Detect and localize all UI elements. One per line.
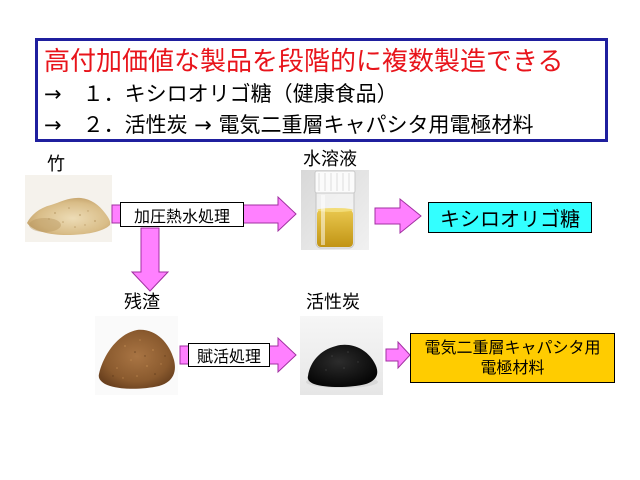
summary-headline: 高付加価値な製品を段階的に複数製造できる xyxy=(44,47,564,77)
activation-process-label: 賦活処理 xyxy=(188,343,270,367)
arrow-carbon-to-capacitor xyxy=(385,340,411,370)
hydrothermal-process-label: 加圧熱水処理 xyxy=(120,202,244,227)
arrow-down-to-residue xyxy=(130,227,170,292)
activated-carbon-photo xyxy=(300,316,383,395)
solution-vial-photo xyxy=(301,170,369,250)
residue-label: 残渣 xyxy=(124,292,160,313)
bamboo-label: 竹 xyxy=(47,154,65,175)
arrow-solution-to-xylooligosaccharide xyxy=(374,197,422,235)
capacitor-electrode-product-box: 電気二重層キャパシタ用 電極材料 xyxy=(410,333,615,383)
summary-item-activated-carbon: → ２．活性炭 → 電気二重層キャパシタ用電極材料 xyxy=(44,113,534,137)
summary-item-xylooligosaccharide: → １．キシロオリゴ糖（健康食品） xyxy=(44,82,398,106)
residue-powder-photo xyxy=(95,316,178,395)
capacitor-product-line1: 電気二重層キャパシタ用 xyxy=(424,338,601,357)
summary-box: 高付加価値な製品を段階的に複数製造できる → １．キシロオリゴ糖（健康食品） →… xyxy=(35,38,608,142)
xylooligosaccharide-product-label: キシロオリゴ糖 xyxy=(440,207,580,231)
capacitor-product-line2: 電極材料 xyxy=(480,358,545,377)
solution-label: 水溶液 xyxy=(303,149,357,170)
activated-carbon-label: 活性炭 xyxy=(306,292,360,313)
xylooligosaccharide-product-box: キシロオリゴ糖 xyxy=(428,202,592,233)
bamboo-powder-photo xyxy=(25,175,112,242)
